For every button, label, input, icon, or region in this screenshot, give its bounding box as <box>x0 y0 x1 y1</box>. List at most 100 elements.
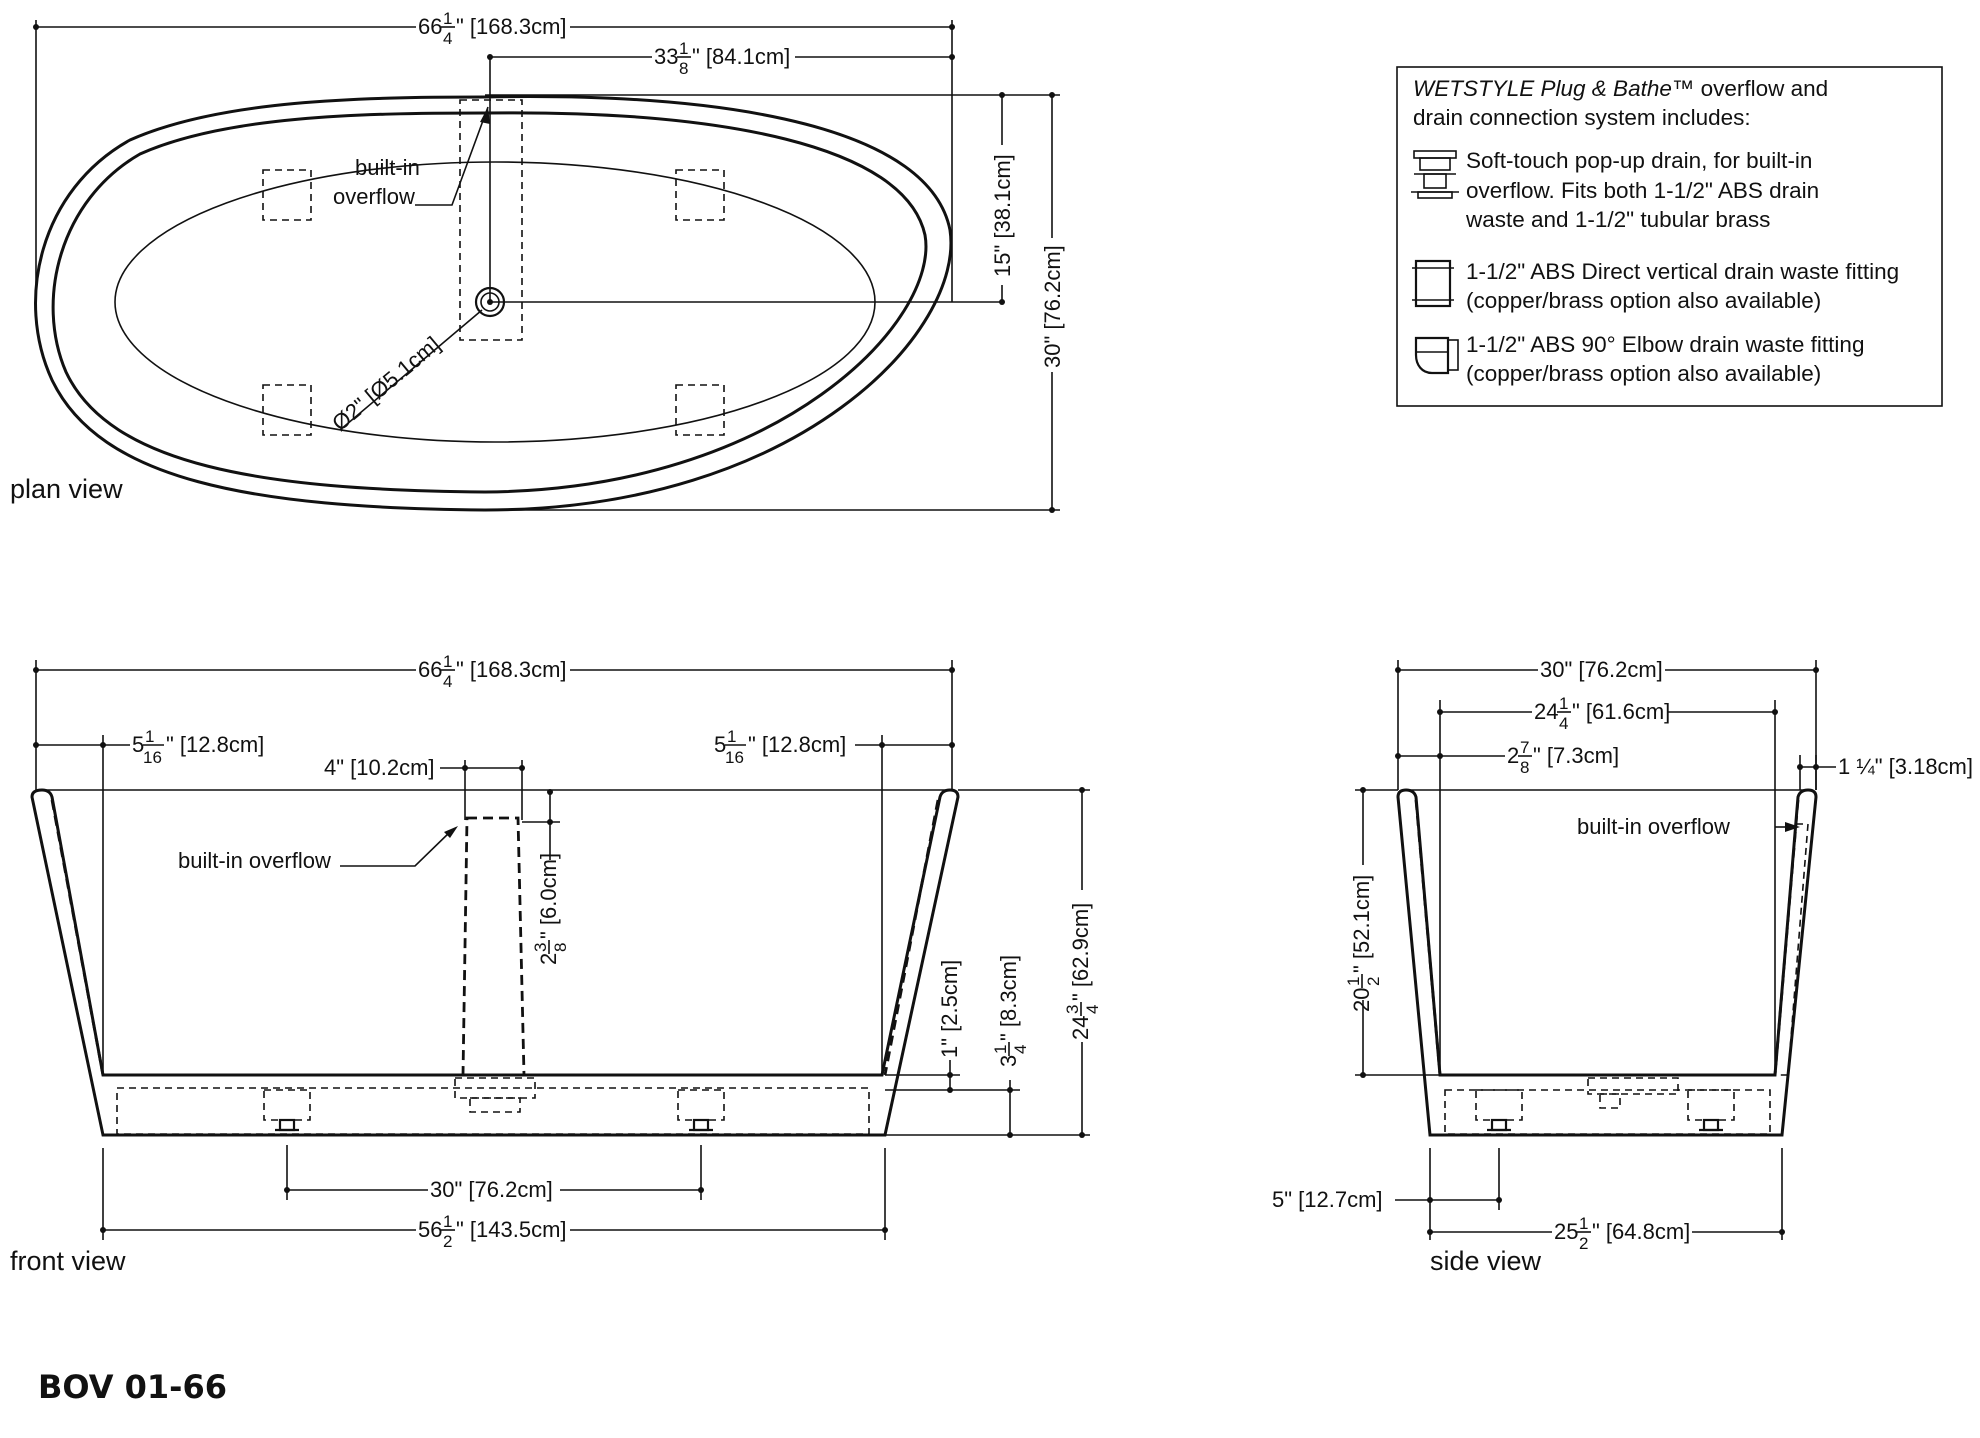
svg-text:" [8.3cm]: " [8.3cm] <box>996 955 1021 1041</box>
svg-text:24: 24 <box>1534 699 1558 724</box>
plan-foot <box>262 169 312 221</box>
side-wall-dim: 1 ¼" [3.18cm] <box>1838 754 1973 779</box>
svg-text:1: 1 <box>145 727 154 746</box>
svg-text:1: 1 <box>1579 1214 1588 1233</box>
svg-text:16: 16 <box>725 748 744 767</box>
front-plinth <box>116 1087 870 1135</box>
legend-item-3-line: (copper/brass option also available) <box>1466 361 1821 386</box>
plan-view: built-in overflow Ø2" [Ø5.1cm] 66 1 4 " … <box>10 9 1065 513</box>
plan-foot <box>262 384 312 436</box>
front-overflow-label: built-in overflow <box>178 848 331 873</box>
plan-drain-offset-dim: 33 1 8 " [84.1cm] <box>654 39 790 78</box>
svg-text:24: 24 <box>1068 1016 1093 1040</box>
front-view: built-in overflow 66 1 4 " [168.3cm] 5 1… <box>10 652 1102 1276</box>
front-floor-gap-dim: 1" [2.5cm] <box>937 960 962 1058</box>
svg-text:1: 1 <box>727 727 736 746</box>
svg-text:5: 5 <box>714 732 726 757</box>
side-overflow-channel <box>1776 823 1809 1076</box>
front-overflow-drop-dim: 2 3 8 " [6.0cm] <box>531 853 570 965</box>
svg-text:66: 66 <box>418 14 442 39</box>
svg-text:" [52.1cm]: " [52.1cm] <box>1349 875 1374 973</box>
svg-text:33: 33 <box>654 44 678 69</box>
svg-text:2: 2 <box>443 1232 452 1251</box>
svg-text:5: 5 <box>132 732 144 757</box>
svg-text:" [7.3cm]: " [7.3cm] <box>1533 743 1619 768</box>
svg-text:2: 2 <box>1364 977 1383 986</box>
plan-overflow-label: built-in <box>355 155 420 180</box>
svg-text:4: 4 <box>443 29 452 48</box>
svg-text:WETSTYLE Plug & Bathe™ overflo: WETSTYLE Plug & Bathe™ overflow and <box>1413 76 1828 101</box>
front-foot <box>263 1089 311 1132</box>
svg-text:3: 3 <box>531 943 550 952</box>
front-rim-left-dim: 5 1 16 " [12.8cm] <box>132 727 264 767</box>
side-view: built-in overflow 30" [76.2cm] 24 1 4 " … <box>1272 657 1973 1276</box>
legend-item-1-line: waste and 1-1/2" tubular brass <box>1465 207 1770 232</box>
model-number: BOV 01-66 <box>38 1368 227 1406</box>
svg-text:1: 1 <box>443 9 452 28</box>
plan-half-width-dim: 15" [38.1cm] <box>990 154 1015 277</box>
side-foot-offset-dim: 5" [12.7cm] <box>1272 1187 1383 1212</box>
svg-text:" [168.3cm]: " [168.3cm] <box>456 14 567 39</box>
svg-text:56: 56 <box>418 1217 442 1242</box>
plan-view-label: plan view <box>10 474 123 504</box>
popup-drain-icon <box>1411 150 1459 199</box>
plan-rim-line <box>51 111 928 494</box>
front-drain-fitting <box>454 1077 536 1113</box>
side-plinth <box>1444 1089 1771 1135</box>
svg-text:" [12.8cm]: " [12.8cm] <box>748 732 846 757</box>
legend-title-line2: drain connection system includes: <box>1413 105 1751 130</box>
legend-item-3-line: 1-1/2" ABS 90° Elbow drain waste fitting <box>1466 332 1864 357</box>
svg-text:16: 16 <box>143 748 162 767</box>
side-foot <box>1475 1089 1523 1132</box>
front-base-height-dim: 3 1 4 " [8.3cm] <box>991 955 1030 1067</box>
side-foot <box>1687 1089 1735 1132</box>
plan-length-dim: 66 1 4 " [168.3cm] <box>418 9 567 48</box>
front-length-dim: 66 1 4 " [168.3cm] <box>418 652 567 691</box>
svg-text:20: 20 <box>1349 988 1374 1012</box>
plan-overflow-label: overflow <box>333 184 415 209</box>
svg-text:" [64.8cm]: " [64.8cm] <box>1592 1219 1690 1244</box>
svg-text:" [143.5cm]: " [143.5cm] <box>456 1217 567 1242</box>
svg-text:" [61.6cm]: " [61.6cm] <box>1572 699 1670 724</box>
svg-text:" [6.0cm]: " [6.0cm] <box>536 853 561 939</box>
svg-text:7: 7 <box>1520 738 1529 757</box>
svg-text:8: 8 <box>679 59 688 78</box>
svg-text:4: 4 <box>1559 714 1568 733</box>
vertical-fitting-icon <box>1412 259 1454 308</box>
svg-text:1: 1 <box>1559 694 1568 713</box>
svg-text:4: 4 <box>1011 1045 1030 1054</box>
front-rim-right-dim: 5 1 16 " [12.8cm] <box>714 727 846 767</box>
svg-text:25: 25 <box>1554 1219 1578 1244</box>
side-drain-fitting <box>1587 1077 1679 1109</box>
svg-text:8: 8 <box>551 943 570 952</box>
plan-foot <box>675 384 725 436</box>
svg-text:" [12.8cm]: " [12.8cm] <box>166 732 264 757</box>
front-feet-spacing-dim: 30" [76.2cm] <box>430 1177 553 1202</box>
svg-text:1: 1 <box>443 1212 452 1231</box>
elbow-fitting-icon <box>1414 336 1459 375</box>
front-height-dim: 24 3 4 " [62.9cm] <box>1063 903 1102 1040</box>
side-depth-dim: 20 1 2 " [52.1cm] <box>1344 875 1383 1012</box>
front-base-length-dim: 56 1 2 " [143.5cm] <box>418 1212 567 1251</box>
legend-item-1-line: Soft-touch pop-up drain, for built-in <box>1466 148 1812 173</box>
svg-text:2: 2 <box>536 953 561 965</box>
side-width-dim: 30" [76.2cm] <box>1540 657 1663 682</box>
side-inner-width-dim: 24 1 4 " [61.6cm] <box>1534 694 1670 733</box>
side-rim-dim: 2 7 8 " [7.3cm] <box>1507 738 1619 777</box>
svg-text:3: 3 <box>996 1055 1021 1067</box>
plan-foot <box>675 169 725 221</box>
svg-text:4: 4 <box>1083 1005 1102 1014</box>
legend-title-rest: overflow and <box>1694 76 1828 101</box>
svg-text:1: 1 <box>1344 977 1363 986</box>
front-foot <box>677 1089 725 1132</box>
svg-text:66: 66 <box>418 657 442 682</box>
front-overflow-channel <box>461 816 526 1077</box>
legend-item-2-line: (copper/brass option also available) <box>1466 288 1821 313</box>
svg-text:3: 3 <box>1063 1005 1082 1014</box>
side-overflow-label: built-in overflow <box>1577 814 1730 839</box>
svg-text:" [84.1cm]: " [84.1cm] <box>692 44 790 69</box>
plan-outer-shell <box>34 95 953 512</box>
legend-title-brand: WETSTYLE Plug & Bathe™ <box>1413 76 1694 101</box>
svg-text:2: 2 <box>1579 1234 1588 1253</box>
